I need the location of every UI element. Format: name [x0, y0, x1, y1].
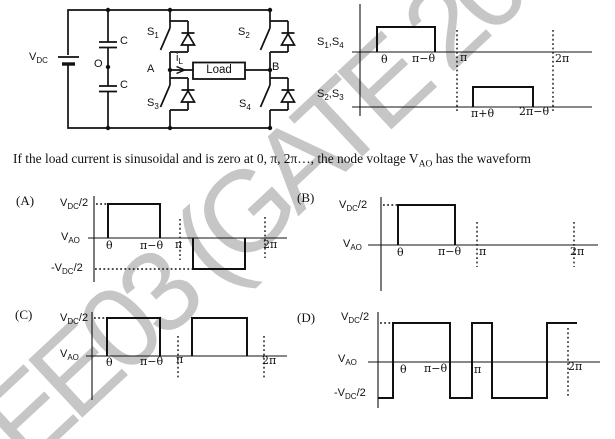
- option-b-tag: (B): [297, 190, 315, 205]
- current-arrowhead: [176, 65, 187, 75]
- option-b-tick-pi: π: [479, 245, 487, 258]
- option-b-vao-label: VAO: [343, 238, 362, 253]
- node-a-label: A: [147, 63, 155, 75]
- option-c-tag: (C): [15, 307, 33, 322]
- option-c-tick-pi: π: [176, 353, 184, 366]
- option-c-vdc2-label: VDC/2: [60, 312, 89, 327]
- gating-waveform-plot: [352, 4, 592, 116]
- gating-tick-2pi-minus-theta: 2π−θ: [519, 105, 550, 118]
- s1s4-pulse: [376, 26, 436, 52]
- option-d-neg-vdc2-label: -VDC/2: [334, 387, 366, 402]
- option-b-tick-pi-minus-theta: π−θ: [438, 245, 462, 258]
- switch-s4-label: S4: [239, 98, 251, 113]
- gating-tick-pi-plus-theta: π+θ: [471, 107, 495, 120]
- option-b-tick-2pi: 2π: [570, 245, 585, 258]
- gating-tick-theta: θ: [381, 53, 388, 66]
- option-a-tick-2pi: 2π: [263, 238, 278, 251]
- s2s3-trace-label: S2,S3: [317, 88, 344, 103]
- s2s3-pulse: [472, 86, 534, 107]
- option-b-dotted-verticals: [476, 222, 575, 267]
- option-a-tick-theta: θ: [106, 239, 113, 252]
- inverter-circuit-diagram: [58, 7, 296, 131]
- gating-tick-pi-minus-theta: π−θ: [412, 52, 436, 65]
- option-d-tick-pi: π: [474, 363, 482, 376]
- switch-s1-label: S1: [147, 26, 159, 41]
- vdc-source-label: VDC: [29, 51, 48, 66]
- option-a-plot: [88, 196, 287, 282]
- s1s4-trace-label: S1,S4: [317, 36, 344, 51]
- option-a-dotted-leaders: [95, 203, 193, 270]
- dc-bus-rails: [67, 9, 270, 129]
- option-d-tick-theta: θ: [400, 363, 407, 376]
- option-c-pulse-2: [191, 317, 248, 356]
- gating-tick-2pi: 2π: [555, 52, 570, 65]
- option-c-pulse-1: [106, 317, 161, 356]
- option-b-vdc2-label: VDC/2: [339, 199, 368, 214]
- node-o-label: O: [94, 58, 103, 70]
- option-d-tag: (D): [297, 310, 316, 325]
- junction-dots: [105, 7, 273, 131]
- switch-s2-label: S2: [238, 26, 250, 41]
- option-c-axes: [86, 312, 287, 400]
- diode-d4: [280, 89, 296, 103]
- option-c-plot: [86, 312, 287, 400]
- load-label: Load: [206, 64, 232, 76]
- option-b-plot: [368, 197, 598, 291]
- option-b-axes: [368, 197, 598, 291]
- option-d-plot: [368, 312, 600, 408]
- node-b-label: B: [272, 61, 280, 73]
- option-a-vao-label: VAO: [61, 231, 80, 246]
- option-c-vao-label: VAO: [60, 348, 79, 363]
- option-c-tick-pi-minus-theta: π−θ: [140, 355, 164, 368]
- diode-d1: [180, 32, 196, 46]
- option-d-tick-2pi: 2π: [568, 360, 583, 373]
- diode-d3: [180, 89, 196, 103]
- option-a-vdc2-label: VDC/2: [60, 197, 89, 212]
- option-d-vao-label: VAO: [338, 353, 357, 368]
- option-d-axes: [368, 312, 600, 408]
- load-current-label: iL: [176, 52, 183, 67]
- gating-dotted-pi-2pi: [456, 30, 554, 112]
- capacitor-bottom-label: C: [120, 79, 128, 91]
- option-c-tick-theta: θ: [106, 356, 113, 369]
- option-d-tick-pi-minus-theta: π−θ: [424, 362, 448, 375]
- option-a-tag: (A): [16, 193, 35, 208]
- option-a-negative-pulse: [192, 238, 246, 270]
- option-a-tick-pi: π: [175, 238, 183, 251]
- left-leg-switches: [159, 10, 188, 128]
- option-a-axes: [88, 196, 287, 282]
- question-text: If the load current is sinusoidal and is…: [13, 151, 531, 170]
- load-box: [192, 61, 246, 80]
- option-b-tick-theta: θ: [397, 246, 404, 259]
- option-a-positive-pulse: [107, 203, 161, 238]
- right-leg-switches: [259, 10, 288, 128]
- gating-tick-pi: π: [460, 51, 468, 64]
- option-d-waveform: [378, 322, 577, 399]
- option-c-dotted-verticals: [177, 336, 265, 378]
- switch-s3-label: S3: [147, 97, 159, 112]
- option-a-tick-pi-minus-theta: π−θ: [140, 239, 164, 252]
- capacitor-top-label: C: [120, 35, 128, 47]
- option-d-vdc2-label: VDC/2: [341, 311, 370, 326]
- option-c-tick-2pi: 2π: [262, 354, 277, 367]
- option-b-positive-pulse: [397, 204, 456, 245]
- diode-d2: [280, 32, 296, 46]
- option-a-neg-vdc2-label: -VDC/2: [51, 262, 83, 277]
